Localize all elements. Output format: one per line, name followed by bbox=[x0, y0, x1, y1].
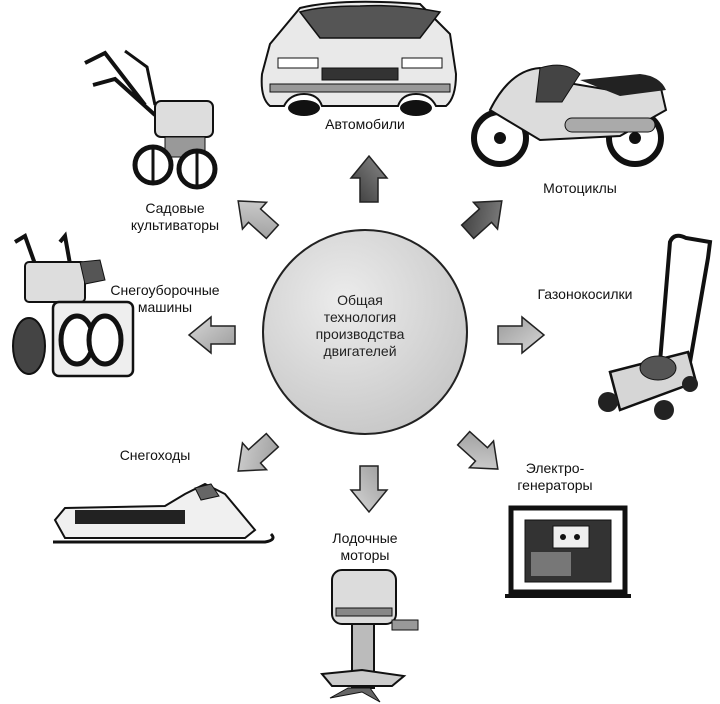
snowmobile-icon bbox=[53, 482, 275, 544]
arrow-to-snowmobiles bbox=[237, 432, 280, 472]
label-snowblowers: Снегоуборочные машины bbox=[110, 282, 220, 315]
arrow-to-lawnmowers bbox=[497, 315, 546, 355]
arrow-to-snowblowers bbox=[187, 315, 236, 355]
label-lawnmowers: Газонокосилки bbox=[537, 286, 633, 302]
outboard-motor-icon bbox=[320, 569, 419, 703]
label-snowmobiles: Снегоходы bbox=[119, 447, 191, 463]
arrows bbox=[187, 154, 546, 514]
arrow-to-cars bbox=[349, 154, 389, 203]
label-generators: Электро- генераторы bbox=[517, 460, 593, 493]
snowblower-icon bbox=[12, 231, 135, 378]
label-cultivators: Садовые культиваторы bbox=[130, 200, 220, 233]
label-motorcycles: Мотоциклы bbox=[543, 180, 617, 196]
arrow-to-generators bbox=[456, 430, 499, 470]
label-cars: Автомобили bbox=[325, 116, 405, 132]
arrow-to-outboard bbox=[349, 465, 389, 514]
car-icon bbox=[260, 0, 458, 116]
label-outboard: Лодочные моторы bbox=[332, 530, 398, 563]
lawnmower-icon bbox=[598, 233, 713, 420]
cultivator-icon bbox=[84, 49, 218, 190]
center-circle bbox=[262, 229, 468, 435]
generator-icon bbox=[505, 505, 631, 598]
center-label: Общая технология производства двигателей bbox=[315, 292, 405, 359]
motorcycle-icon bbox=[471, 64, 668, 167]
arrow-to-motorcycles bbox=[460, 200, 503, 240]
arrow-to-cultivators bbox=[237, 200, 280, 240]
